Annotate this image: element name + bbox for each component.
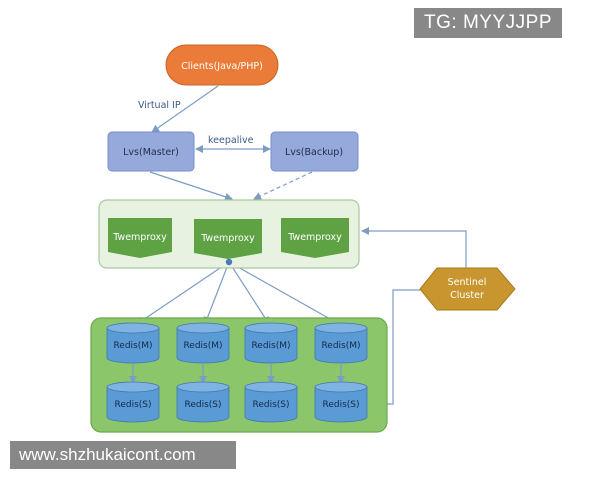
lvs-master-node: Lvs(Master) — [107, 131, 195, 172]
edge-hub-to-redis-1 — [136, 261, 230, 325]
redis-master-4: Redis(M) — [314, 322, 368, 364]
redis-slave-label: Redis(S) — [322, 400, 359, 410]
redis-group: Redis(M) Redis(M) Redis(M) Redis(M) Redis(S)… — [90, 317, 388, 433]
twemproxy-2-label: Twemproxy — [200, 233, 255, 244]
sentinel-label-line2: Cluster — [450, 290, 484, 301]
redis-slave-1: Redis(S) — [106, 381, 160, 423]
clients-label: Clients(Java/PHP) — [181, 61, 263, 72]
redis-master-label: Redis(M) — [113, 341, 152, 351]
sentinel-label-line1: Sentinel — [448, 277, 487, 288]
watermark-top: TG: MYYJJPP — [414, 8, 562, 38]
edge-hub-to-redis-3 — [228, 261, 270, 325]
redis-master-label: Redis(M) — [321, 341, 360, 351]
twemproxy-1-label: Twemproxy — [112, 232, 167, 243]
redis-slave-4: Redis(S) — [314, 381, 368, 423]
watermark-bottom: www.shzhukaicont.com — [10, 441, 236, 469]
clients-node: Clients(Java/PHP) — [165, 44, 279, 86]
edge-hub-to-redis-2 — [203, 261, 230, 325]
edge-lvs-master-to-proxy — [149, 171, 233, 201]
proxy-hub-dot — [225, 258, 233, 266]
edge-hub-to-redis-4 — [228, 261, 340, 325]
redis-master-3: Redis(M) — [244, 322, 298, 364]
edge-sentinel-to-proxy — [361, 227, 467, 268]
redis-slave-label: Redis(S) — [114, 400, 151, 410]
virtual-ip-label: Virtual IP — [138, 100, 181, 111]
twemproxy-3: Twemproxy — [281, 218, 349, 258]
twemproxy-1: Twemproxy — [108, 218, 172, 258]
lvs-backup-node: Lvs(Backup) — [270, 131, 359, 172]
redis-slave-label: Redis(S) — [184, 400, 221, 410]
edge-lvs-backup-to-proxy — [253, 171, 313, 200]
redis-master-2: Redis(M) — [176, 322, 230, 364]
redis-slave-2: Redis(S) — [176, 381, 230, 423]
keepalive-label: keepalive — [208, 135, 254, 146]
lvs-master-label: Lvs(Master) — [123, 147, 179, 158]
twemproxy-2: Twemproxy — [194, 219, 262, 259]
twemproxy-3-label: Twemproxy — [287, 232, 342, 243]
redis-master-label: Redis(M) — [183, 341, 222, 351]
redis-cylinders: Redis(M) Redis(M) Redis(M) Redis(M) Redis(S)… — [106, 322, 368, 423]
proxy-group: Twemproxy Twemproxy Twemproxy — [98, 199, 360, 269]
redis-master-1: Redis(M) — [106, 322, 160, 364]
redis-slave-label: Redis(S) — [252, 400, 289, 410]
edge-clients-to-lvs-master — [151, 85, 219, 133]
redis-slave-3: Redis(S) — [244, 381, 298, 423]
sentinel-cluster-node: Sentinel Cluster — [419, 267, 516, 311]
lvs-backup-label: Lvs(Backup) — [285, 147, 343, 158]
redis-master-label: Redis(M) — [251, 341, 290, 351]
